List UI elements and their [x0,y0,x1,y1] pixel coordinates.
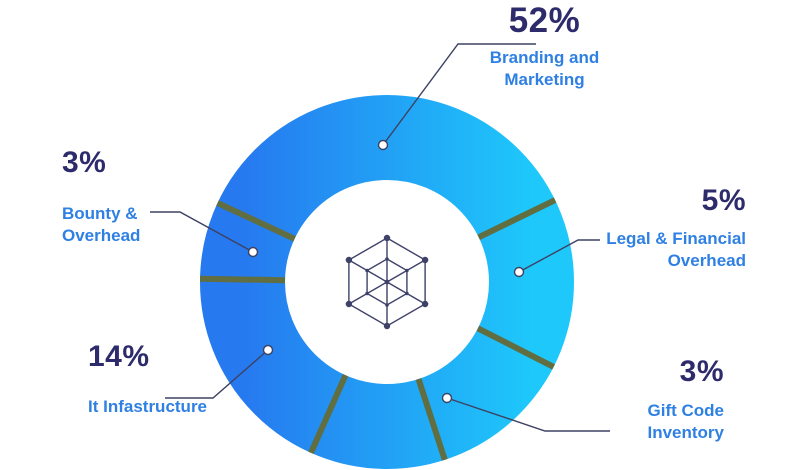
slice-percent-legal: 5% [701,184,746,217]
slice-label-branding: Branding and Marketing [489,48,600,90]
slice-label-it: It Infastructure [88,397,208,416]
slice-callout-bounty-overhead: 3% Bounty & Overhead [62,148,174,247]
slice-percent-gift-code: 3% [679,355,724,388]
slice-label-bounty: Bounty & Overhead [62,204,141,246]
slice-percent-branding: 52% [508,1,581,40]
slice-callout-branding-marketing: 52% Branding and Marketing [462,3,627,91]
slice-callout-gift-code: 3% Gift Code Inventory [600,357,724,444]
slice-percent-bounty: 3% [62,146,107,179]
slice-percent-it: 14% [88,340,150,373]
slice-callout-legal-financial: 5% Legal & Financial Overhead [590,186,746,272]
slice-label-gift-code: Gift Code Inventory [647,401,724,443]
slice-label-legal: Legal & Financial Overhead [606,229,746,271]
slice-callout-it-infrastructure: 14% It Infastructure [88,342,260,418]
